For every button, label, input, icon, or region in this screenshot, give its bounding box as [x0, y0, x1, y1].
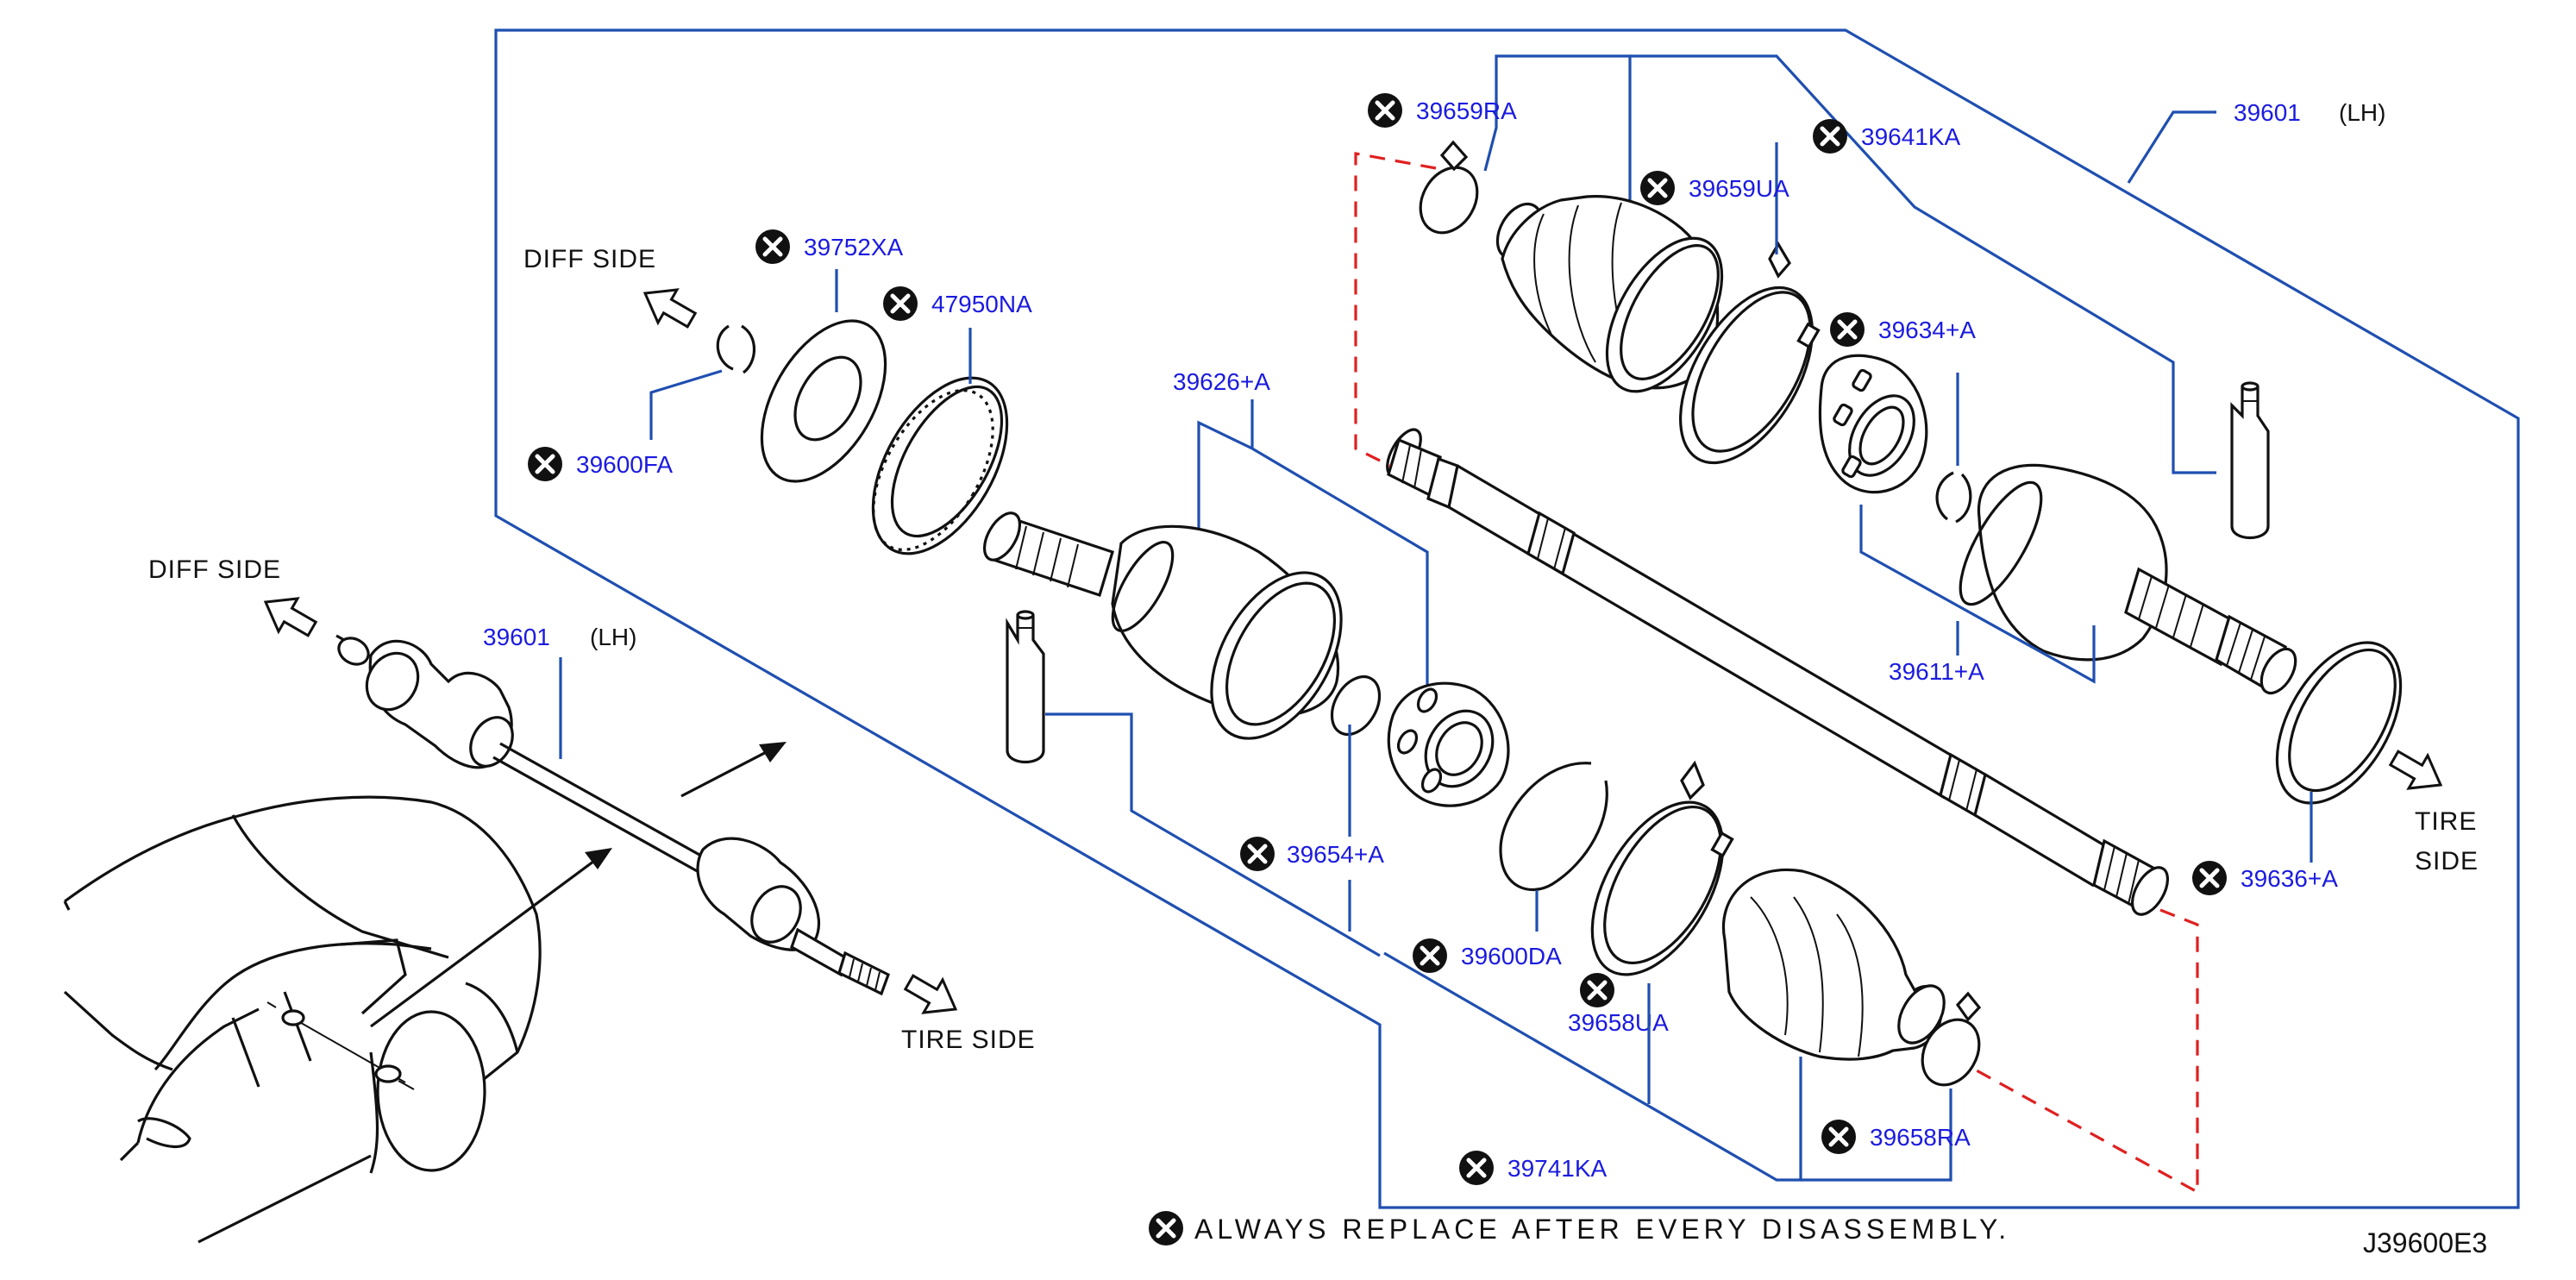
joint-cage-39634a [1818, 354, 1928, 494]
inner-joint-housing [982, 511, 1343, 740]
part-number-39600fa[interactable]: 39600FA [576, 451, 673, 478]
x-circle-icon [1149, 1211, 1183, 1245]
drive-shaft-assembly-lh [335, 634, 890, 996]
seal-ring-right [2275, 641, 2403, 805]
part-number-39659ra[interactable]: 39659RA [1416, 97, 1517, 124]
mating-line-upper [1354, 152, 1437, 467]
x-circle-icon [1240, 837, 1275, 871]
x-circle-icon [1821, 1120, 1856, 1154]
part-number-39601-right[interactable]: 39601 [2234, 99, 2301, 126]
grease-tube-right [2230, 381, 2270, 539]
part-number-39600da[interactable]: 39600DA [1461, 943, 1562, 969]
diff-side-label-left: DIFF SIDE [148, 555, 281, 584]
x-circle-icon [1580, 973, 1614, 1007]
lh-label-right: (LH) [2339, 99, 2385, 126]
outline-arrow-icon [2383, 740, 2452, 803]
outer-joint-housing [1959, 463, 2297, 695]
part-number-39634a[interactable]: 39634+A [1878, 317, 1976, 343]
x-circle-icon [755, 229, 790, 264]
outline-arrow-icon [254, 584, 323, 647]
x-circle-icon [1368, 93, 1402, 128]
part-number-39636a[interactable]: 39636+A [2241, 865, 2338, 892]
clamp-39658ra [1921, 991, 1982, 1087]
part-number-39626a[interactable]: 39626+A [1173, 368, 1270, 395]
tire-side-label-bottom: TIRE SIDE [901, 1026, 1036, 1054]
lh-label-left: (LH) [590, 624, 636, 650]
circlip-39600da [1499, 762, 1608, 892]
x-circle-icon [1830, 312, 1865, 347]
grease-tube-left [1006, 610, 1045, 763]
pointer-arrows [370, 742, 787, 1028]
x-circle-icon [883, 286, 918, 321]
boot-39741ka [1721, 868, 1946, 1061]
outline-arrow-icon [898, 964, 967, 1027]
part-number-39658ua[interactable]: 39658UA [1568, 1009, 1669, 1036]
joint-cage [1387, 681, 1510, 807]
sensor-ring-47950na [871, 376, 1009, 555]
boot-band-39658ua [1590, 760, 1734, 976]
part-number-39752xa[interactable]: 39752XA [804, 234, 904, 260]
diff-side-label-top: DIFF SIDE [523, 245, 656, 273]
drawing-code: J39600E3 [2363, 1227, 2487, 1258]
snap-ring-outer [1935, 471, 1972, 524]
part-number-47950na[interactable]: 47950NA [931, 291, 1032, 317]
part-number-39741ka[interactable]: 39741KA [1507, 1155, 1608, 1182]
vehicle-overview [63, 795, 542, 1244]
mating-line-lower [1974, 908, 2199, 1195]
x-circle-icon [1640, 171, 1675, 205]
x-circle-icon [1813, 119, 1847, 154]
x-circle-icon [1413, 938, 1447, 973]
x-circle-icon [528, 447, 562, 481]
outline-arrow-icon [634, 275, 703, 338]
replace-note: ALWAYS REPLACE AFTER EVERY DISASSEMBLY. [1194, 1214, 2010, 1245]
tire-side-label-right-2: SIDE [2415, 847, 2479, 875]
snap-ring-39654a [1330, 675, 1382, 737]
boot-39641ka [1495, 195, 1724, 393]
x-circle-icon [2192, 861, 2227, 895]
part-number-39659ua[interactable]: 39659UA [1689, 175, 1789, 202]
shaft-39611a [1386, 428, 2170, 916]
clamp-39659ra [1419, 140, 1479, 235]
x-circle-icon [1459, 1151, 1494, 1185]
part-number-39611a[interactable]: 39611+A [1889, 658, 1984, 685]
assembly-frame [494, 28, 2520, 1209]
part-number-39641ka[interactable]: 39641KA [1861, 123, 1961, 150]
part-number-39601-left[interactable]: 39601 [483, 624, 550, 650]
dust-shield-39752xa [760, 319, 887, 483]
boot-band-39659ua [1679, 241, 1821, 465]
part-number-39654a[interactable]: 39654+A [1287, 841, 1384, 868]
circlip-39600fa [716, 324, 755, 374]
part-number-39658ra[interactable]: 39658RA [1870, 1124, 1971, 1151]
tire-side-label-right-1: TIRE [2415, 807, 2477, 836]
